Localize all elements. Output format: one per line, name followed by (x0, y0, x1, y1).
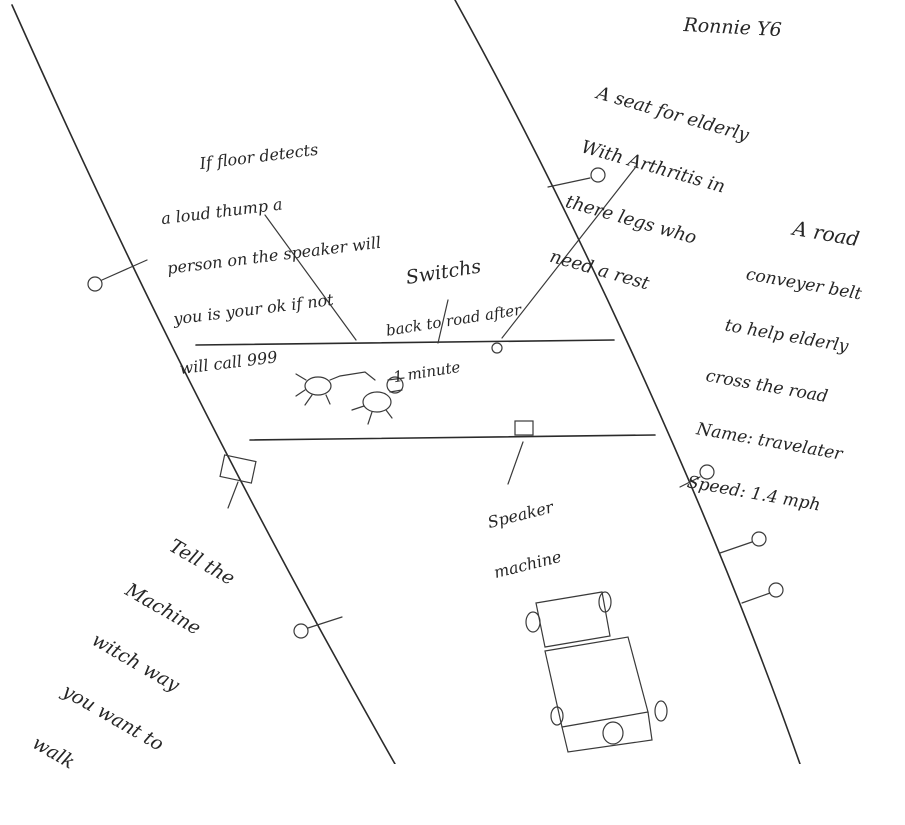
control-box-pointer (228, 482, 238, 508)
floor-note-line-1: If floor detects (154, 135, 370, 178)
control-box-icon (220, 455, 256, 483)
seat-note-line-1: A seat for elderly (594, 84, 750, 146)
lamp-post-right-3 (720, 532, 766, 553)
road-belt-line-2: conveyer belt (723, 263, 872, 306)
switch-note-title: Switchs (377, 252, 515, 293)
floor-note-line-2: a loud thump a (160, 185, 376, 228)
speaker-machine-line-2: machine (492, 548, 567, 582)
speaker-machine-line-1: Speaker (480, 499, 555, 533)
tell-machine-line-1: Tell the (148, 527, 256, 601)
tell-machine-line-3: witch way (88, 630, 196, 704)
road-belt-line-4: cross the road (704, 368, 853, 411)
walker-vehicle (526, 592, 667, 752)
switch-note-line-2: back to road after (385, 303, 522, 340)
floor-note-line-5: will call 999 (179, 335, 395, 378)
road-belt-line-6: Speed: 1.4 mph (686, 474, 835, 517)
road-belt-line-5: Name: travelater (695, 421, 844, 464)
seat-note-line-2: With Arthritis in (579, 139, 735, 201)
lamp-post-right-4 (742, 583, 783, 603)
switch-note-line-3: 1 minute (392, 349, 529, 386)
floor-note-line-4: you is your ok if not (173, 285, 389, 328)
seat-note-line-3: there legs who (563, 193, 719, 255)
tell-machine-line-5: walk (28, 734, 136, 808)
tell-machine-line-4: you want to (58, 682, 166, 756)
road-belt-line-3: to help elderly (714, 316, 863, 359)
tell-machine-line-2: Machine (118, 578, 226, 652)
lamp-post-left-lower (294, 617, 342, 638)
speaker-box-icon (515, 421, 533, 435)
road-belt-line-1: A road (732, 207, 881, 253)
belt-bottom-line (250, 435, 655, 440)
floor-note-line-3: person on the speaker will (166, 235, 382, 278)
switch-note: Switchs back to road after 1 minute (372, 221, 532, 402)
floor-note: If floor detects a loud thump a person o… (150, 102, 396, 395)
